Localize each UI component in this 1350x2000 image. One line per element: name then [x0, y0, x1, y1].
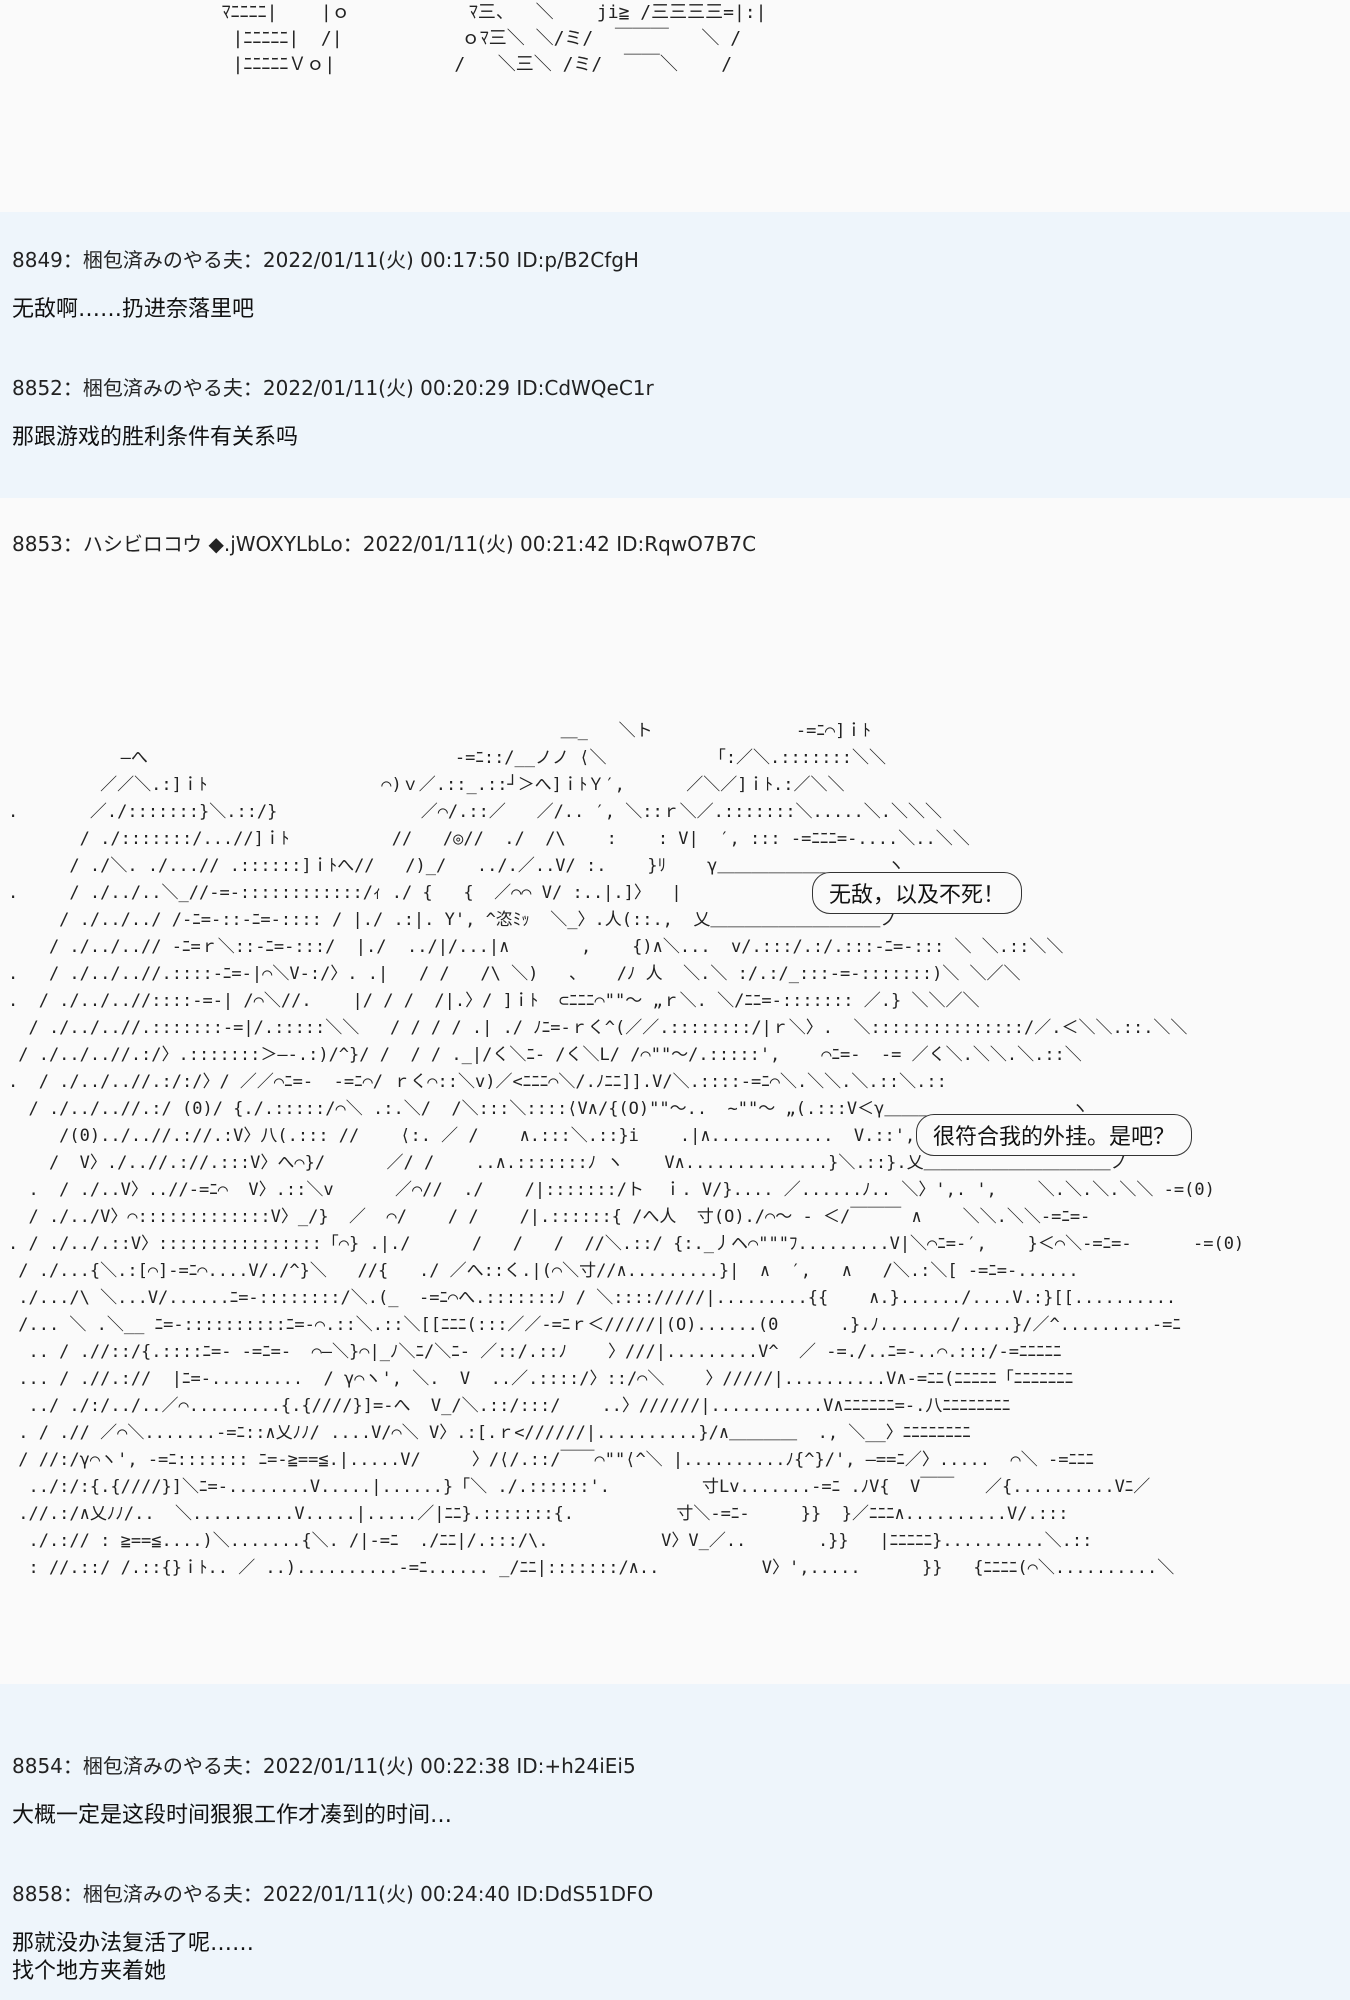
- post-body: 那就没办法复活了呢…… 找个地方夹着她: [12, 1931, 255, 1984]
- post-8849: 8849：梱包済みのやる夫：2022/01/11(火) 00:17:50 ID:…: [12, 248, 1332, 324]
- ascii-art-top: ﾏﾆﾆﾆﾆ| |ｏ ﾏ三、 ＼ ji≧ /三三三三=|:| |ﾆﾆﾆﾆﾆ| /|…: [221, 2, 767, 75]
- post-header: 8849：梱包済みのやる夫：2022/01/11(火) 00:17:50 ID:…: [12, 248, 639, 272]
- post-header-wrap: 8853：ハシビロコウ ◆.jWOXYLbLo：2022/01/11(火) 00…: [12, 532, 1332, 556]
- post-8858: 8858：梱包済みのやる夫：2022/01/11(火) 00:24:40 ID:…: [12, 1882, 1332, 1986]
- post-header: 8854：梱包済みのやる夫：2022/01/11(火) 00:22:38 ID:…: [12, 1754, 636, 1778]
- post-header: 8852：梱包済みのやる夫：2022/01/11(火) 00:20:29 ID:…: [12, 376, 654, 400]
- ascii-art-top-panel: ﾏﾆﾆﾆﾆ| |ｏ ﾏ三、 ＼ ji≧ /三三三三=|:| |ﾆﾆﾆﾆﾆ| /|…: [0, 0, 1350, 212]
- post-header: 8853：ハシビロコウ ◆.jWOXYLbLo：2022/01/11(火) 00…: [12, 532, 757, 556]
- post-8853: 8853：ハシビロコウ ◆.jWOXYLbLo：2022/01/11(火) 00…: [0, 498, 1350, 1684]
- post-body: 大概一定是这段时间狠狠工作才凑到的时间…: [12, 1803, 453, 1828]
- post-8852: 8852：梱包済みのやる夫：2022/01/11(火) 00:20:29 ID:…: [12, 376, 1332, 452]
- post-header: 8858：梱包済みのやる夫：2022/01/11(火) 00:24:40 ID:…: [12, 1882, 654, 1906]
- post-8854: 8854：梱包済みのやる夫：2022/01/11(火) 00:22:38 ID:…: [12, 1754, 1332, 1830]
- speech-bubble-1: 无敌，以及不死！: [812, 872, 1023, 914]
- post-body: 那跟游戏的胜利条件有关系吗: [12, 425, 299, 450]
- post-group-1: 8849：梱包済みのやる夫：2022/01/11(火) 00:17:50 ID:…: [0, 212, 1350, 498]
- speech-bubble-2: 很符合我的外挂。是吧？: [916, 1114, 1193, 1156]
- ascii-art-main: ＿_ ＼ト -=ﾆ⌒]ｉﾄ ―へ -=ﾆ::/__ノノ ⟨＼ 「:／＼.::::…: [8, 721, 1245, 1578]
- post-body: 无敌啊……扔进奈落里吧: [12, 297, 255, 322]
- post-group-2: 8854：梱包済みのやる夫：2022/01/11(火) 00:22:38 ID:…: [0, 1684, 1350, 2000]
